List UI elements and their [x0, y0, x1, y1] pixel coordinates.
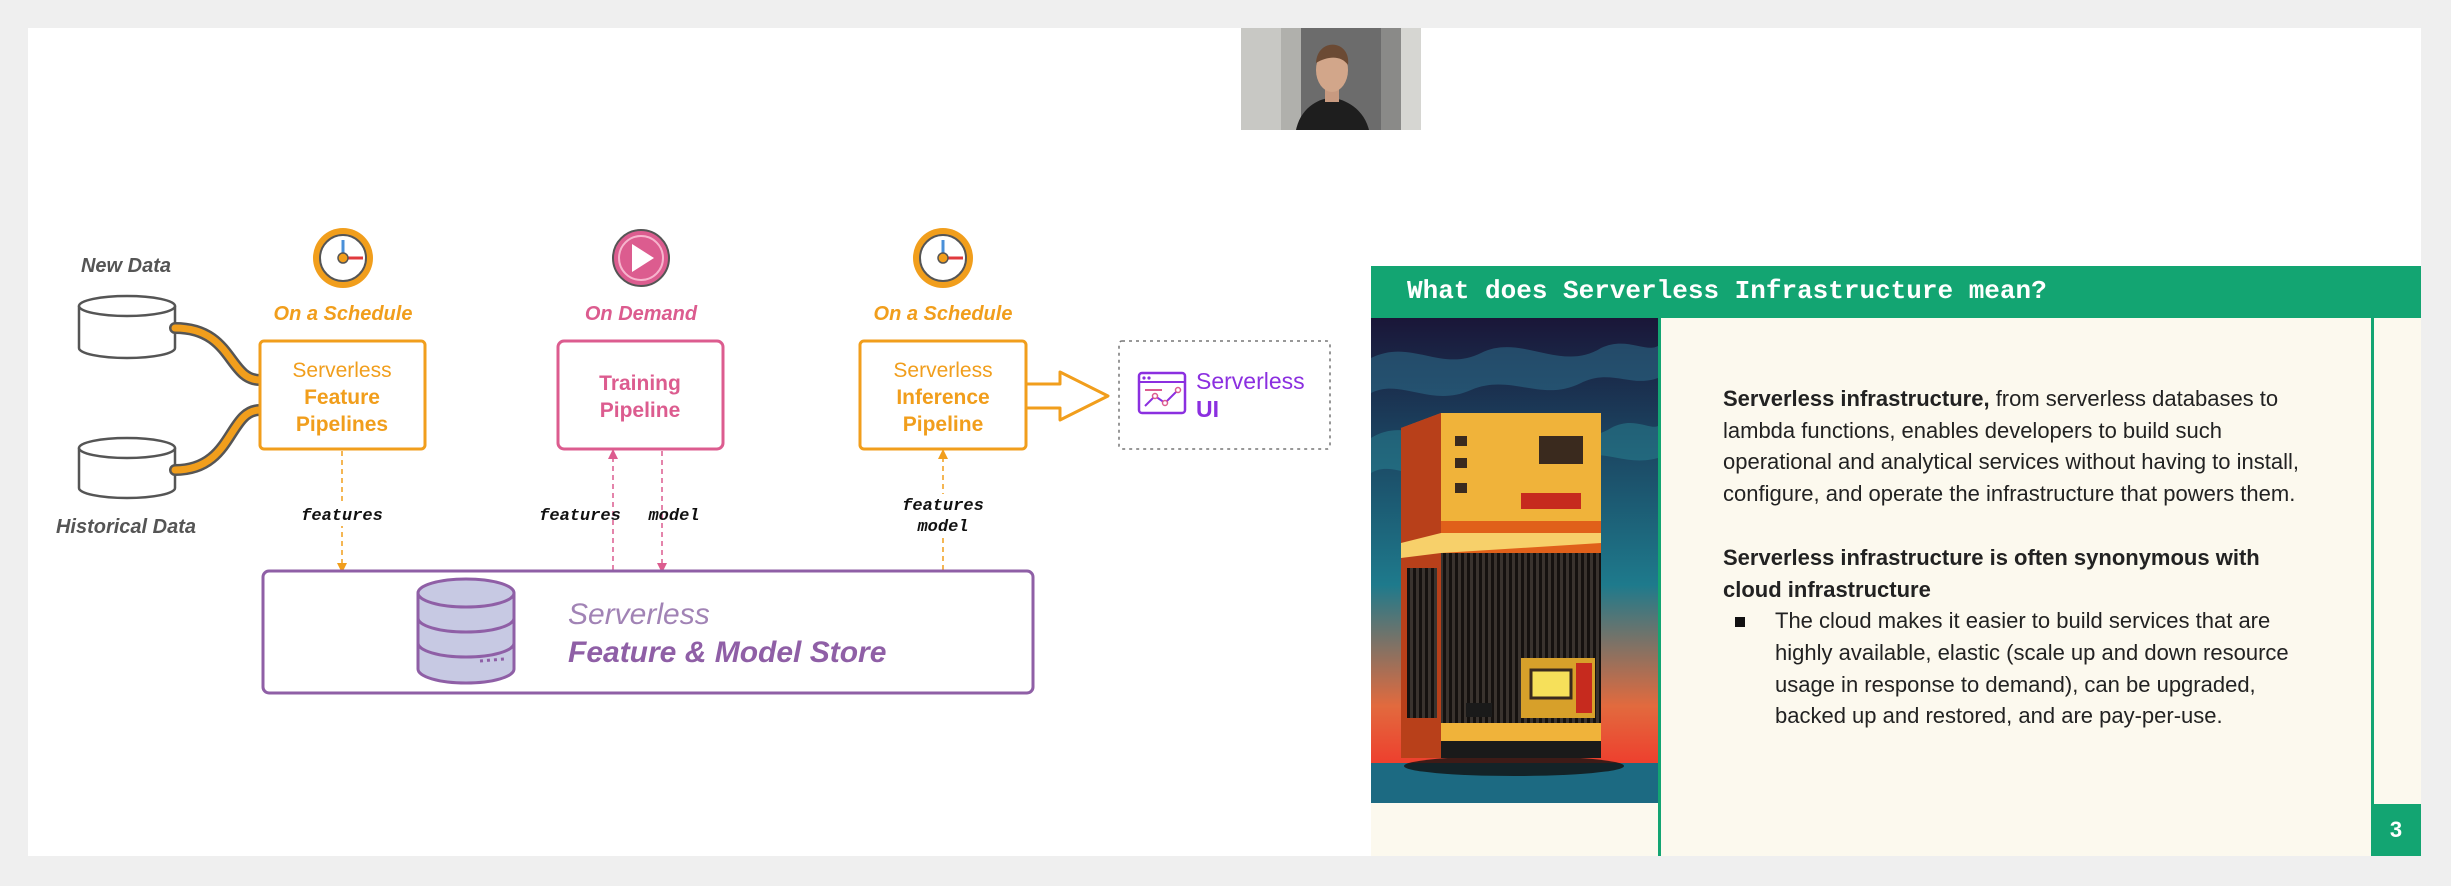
- new-data-label: New Data: [81, 255, 171, 277]
- slide-bullet-item: The cloud makes it easier to build servi…: [1723, 605, 2313, 732]
- schedule-label-inference: On a Schedule: [874, 303, 1013, 325]
- feature-pipelines-label-1: Serverless: [292, 359, 391, 382]
- database-stack-icon: [416, 577, 516, 685]
- dashboard-chart-icon: [1137, 371, 1187, 415]
- feature-model-store-box: Serverless Feature & Model Store: [261, 569, 1035, 695]
- store-label-2: Feature & Model Store: [568, 636, 886, 669]
- slide-paragraph: Serverless infrastructure, from serverle…: [1723, 383, 2313, 510]
- play-icon: [612, 229, 670, 287]
- demand-label-training: On Demand: [585, 303, 698, 325]
- slide-title: What does Serverless Infrastructure mean…: [1407, 276, 2047, 306]
- data-flow-pipes: [169, 322, 266, 476]
- feature-pipelines-label-3: Pipelines: [296, 413, 388, 436]
- serverless-ui-label-2: UI: [1196, 396, 1219, 422]
- inference-in-label-1: features: [902, 497, 984, 516]
- slide-body: Serverless infrastructure, from serverle…: [1723, 383, 2313, 732]
- historical-data-label: Historical Data: [56, 516, 196, 538]
- feature-pipelines-box: Serverless Feature Pipelines: [258, 339, 427, 451]
- slide-paragraph-bold: Serverless infrastructure,: [1723, 386, 1990, 411]
- serverless-ui-label-1: Serverless: [1196, 368, 1305, 394]
- inference-to-ui-arrow: [1024, 370, 1110, 422]
- training-out-label: model: [647, 507, 699, 526]
- slide-bullet-list: The cloud makes it easier to build servi…: [1723, 605, 2313, 732]
- slide-paragraph-text: from serverless databases to lambda func…: [1723, 386, 2299, 507]
- clock-icon: [913, 228, 973, 288]
- training-pipeline-box: Training Pipeline: [556, 339, 725, 451]
- slide-right-border: [2371, 318, 2374, 856]
- inference-pipeline-box: Serverless Inference Pipeline: [858, 339, 1028, 451]
- arrow-label-bg: [892, 494, 994, 538]
- training-pipeline-label-2: Pipeline: [600, 399, 681, 422]
- store-label-1: Serverless: [568, 598, 710, 631]
- canvas: New Data Historical Data: [28, 28, 2421, 856]
- slide-subheading: Serverless infrastructure is often synon…: [1723, 544, 2260, 602]
- webcam-video-feed: [1241, 28, 1421, 130]
- feature-out-label: features: [301, 507, 383, 526]
- inference-in-label-2: model: [916, 518, 968, 537]
- feature-pipelines-label-2: Feature: [304, 386, 380, 409]
- arrow-label-bg: [296, 502, 388, 526]
- training-pipeline-label-1: Training: [599, 372, 681, 395]
- slide-header: What does Serverless Infrastructure mean…: [1371, 266, 2421, 318]
- training-in-label: features: [539, 507, 621, 526]
- clock-icon: [313, 228, 373, 288]
- schedule-label-feature: On a Schedule: [274, 303, 413, 325]
- architecture-diagram: New Data Historical Data: [56, 228, 1331, 695]
- inference-pipeline-label-1: Serverless: [893, 359, 992, 382]
- server-illustration-image: [1371, 318, 1658, 803]
- serverless-ui-box: Serverless UI: [1118, 340, 1331, 450]
- historical-data-cylinder-icon: [77, 436, 177, 500]
- square-bullet-icon: [1735, 617, 1745, 628]
- slide: What does Serverless Infrastructure mean…: [1371, 266, 2421, 856]
- inference-pipeline-label-2: Inference: [896, 386, 989, 409]
- inference-pipeline-label-3: Pipeline: [903, 413, 984, 436]
- new-data-cylinder-icon: [77, 294, 177, 360]
- slide-divider: [1658, 318, 1661, 856]
- slide-page-number: 3: [2371, 804, 2421, 856]
